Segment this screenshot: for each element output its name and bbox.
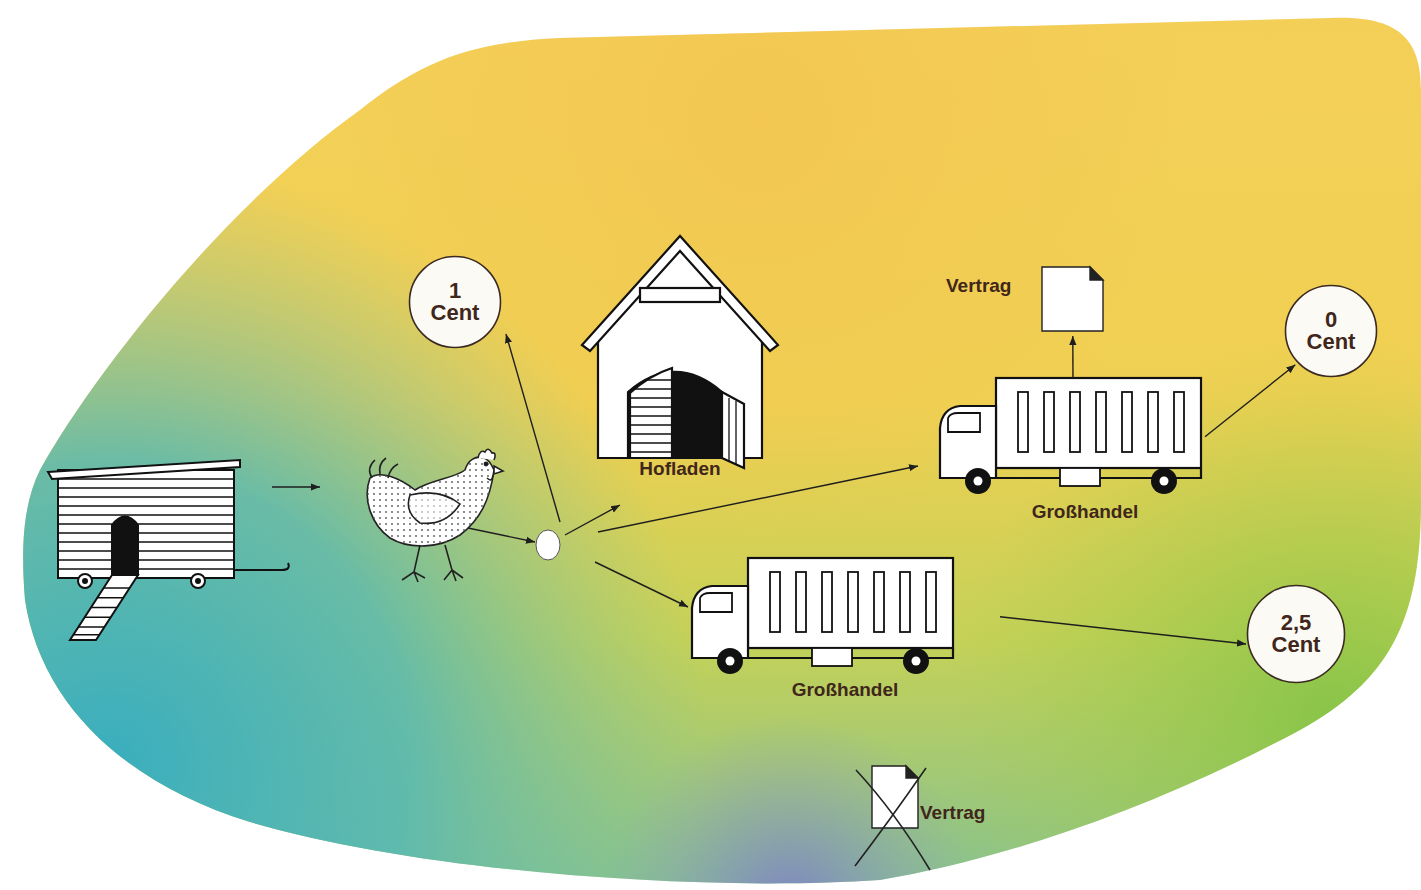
node-label: Großhandel	[1005, 501, 1165, 523]
wholesale-node: Großhandel	[688, 558, 1000, 705]
flow-arrow	[272, 334, 918, 607]
chicken-coop	[191, 574, 205, 588]
flow-arrow	[1205, 365, 1295, 437]
flow-arrow	[565, 505, 620, 535]
egg	[536, 530, 560, 560]
farm-shop-barn	[582, 236, 778, 468]
hen	[370, 458, 398, 478]
contract-document	[1090, 267, 1103, 280]
chicken-coop	[48, 460, 289, 640]
hen	[367, 449, 503, 582]
wholesale-node: Großhandel	[938, 378, 1205, 525]
price-circle-outline	[410, 257, 501, 348]
price-circle: 2,5 Cent	[1246, 584, 1346, 684]
flow-arrow	[272, 486, 320, 487]
farm-shop-barn	[628, 380, 674, 452]
price-label: 2,5 Cent	[1264, 612, 1328, 656]
wholesale-truck	[940, 378, 1201, 494]
price-label: 0 Cent	[1299, 309, 1363, 353]
chicken-coop	[48, 460, 240, 479]
chicken-coop	[234, 563, 289, 570]
chicken-coop	[73, 588, 129, 635]
farm-shop-barn	[640, 288, 720, 302]
price-label: 1 Cent	[423, 280, 487, 324]
contract-document-crossed	[855, 766, 930, 870]
wholesale-truck	[940, 378, 1201, 494]
contract-node: Vertrag	[850, 755, 990, 880]
farm-shop-barn	[628, 380, 674, 452]
price-circle-outline	[1286, 286, 1377, 377]
farm-shop-barn	[729, 398, 736, 465]
price-circle: 1 Cent	[408, 255, 502, 349]
hen	[367, 457, 494, 546]
farm-shop-barn	[722, 392, 744, 468]
contract-node: Vertrag	[940, 265, 1106, 336]
chicken-coop	[196, 579, 200, 583]
flow-arrow	[1072, 336, 1074, 378]
contract-document	[1042, 267, 1103, 331]
chicken-coop	[78, 574, 92, 588]
node-label: Vertrag	[946, 275, 1011, 297]
flow-arrow	[1000, 617, 1246, 644]
chicken-coop	[112, 517, 138, 576]
price-circle-outline	[1248, 586, 1345, 683]
farm-shop-barn	[582, 236, 778, 351]
hen	[494, 466, 503, 474]
chicken-coop	[83, 579, 87, 583]
chicken-coop	[58, 470, 234, 578]
hen	[487, 475, 493, 480]
wholesale-truck	[692, 558, 953, 674]
price-circle: 0 Cent	[1284, 284, 1378, 378]
hen	[402, 545, 463, 582]
flow-arrow	[595, 562, 688, 607]
chicken-coop	[70, 575, 138, 640]
node-label: Hofladen	[630, 458, 730, 480]
hen	[408, 493, 460, 523]
hen	[478, 449, 495, 460]
wholesale-truck	[692, 558, 953, 674]
node-label: Großhandel	[765, 679, 925, 701]
chicken-coop	[58, 479, 234, 569]
flow-arrow	[506, 334, 560, 522]
hen	[484, 462, 487, 465]
flow-arrow	[468, 528, 535, 542]
node-label: Vertrag	[920, 802, 985, 824]
contract-document-crossed	[906, 766, 918, 778]
farm-shop-barn	[630, 368, 672, 458]
contract-document-crossed	[855, 768, 930, 870]
farm-shop-node: Hofladen	[580, 232, 780, 482]
hen	[367, 457, 494, 546]
contract-document	[1042, 267, 1103, 331]
